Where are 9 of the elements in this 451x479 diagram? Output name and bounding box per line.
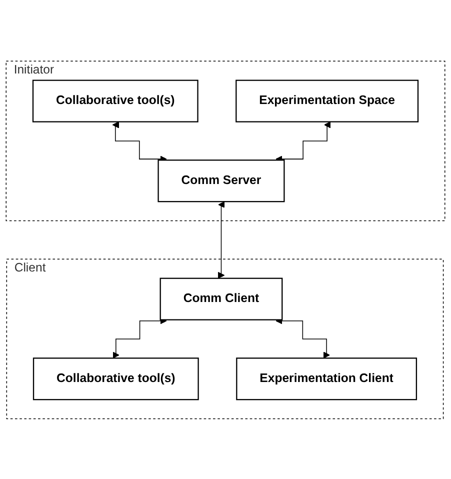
arrow xyxy=(276,121,330,162)
arrow xyxy=(112,121,167,162)
node-box: Experimentation Client xyxy=(236,357,418,400)
node-box: Comm Client xyxy=(160,277,283,320)
node-box: Collaborative tool(s) xyxy=(32,79,198,122)
node-box: Experimentation Space xyxy=(236,79,419,122)
node-box: Comm Server xyxy=(158,159,285,202)
node-box: Collaborative tool(s) xyxy=(32,357,199,400)
arrow xyxy=(218,201,225,278)
